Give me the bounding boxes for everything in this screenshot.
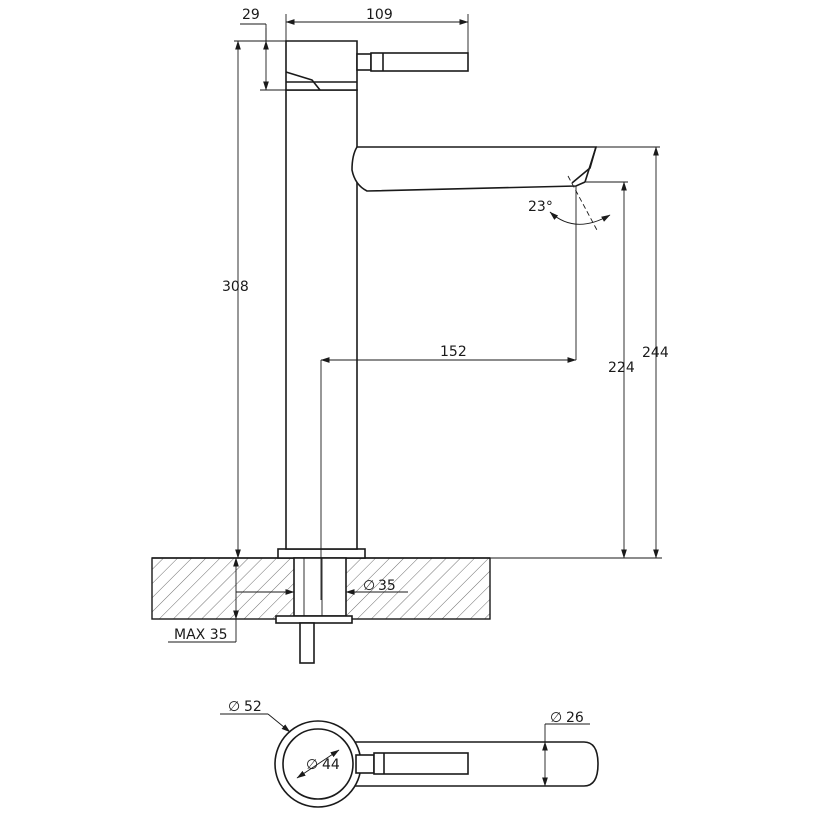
label-44: 44 xyxy=(322,757,340,773)
label-224: 224 xyxy=(608,360,635,376)
label-109: 109 xyxy=(366,7,393,23)
mounting-shank xyxy=(293,557,347,617)
top-lever-joint xyxy=(355,754,375,774)
label-152: 152 xyxy=(440,344,467,360)
faucet-body xyxy=(285,89,358,550)
mounting-nut xyxy=(275,615,353,624)
label-max35: MAX 35 xyxy=(174,627,228,643)
label-23deg: 23° xyxy=(528,199,553,215)
diameter-symbol-26: ∅ xyxy=(550,710,562,726)
angle-arc xyxy=(549,211,611,225)
faucet-top-view: ∅ 52 ∅ 44 ∅ 26 xyxy=(220,699,599,808)
label-308: 308 xyxy=(222,279,249,295)
diameter-symbol-35: ∅ xyxy=(363,578,375,594)
dim-52-leader xyxy=(267,713,291,733)
dimension-labels: 29 109 308 244 224 152 23° ∅ 35 MAX 35 xyxy=(174,7,669,643)
dim-44-line xyxy=(296,749,340,779)
label-35: 35 xyxy=(378,578,396,594)
handle-chamfer xyxy=(285,71,321,91)
top-lever-arm xyxy=(373,752,469,775)
spout-outlet xyxy=(571,146,597,184)
label-26: 26 xyxy=(566,710,584,726)
threaded-rod xyxy=(299,622,315,664)
dimension-lines xyxy=(168,14,662,643)
handle-lever xyxy=(356,53,372,71)
faucet-front-view xyxy=(275,40,598,664)
diameter-symbol-52: ∅ xyxy=(228,699,240,715)
label-52: 52 xyxy=(244,699,262,715)
label-29: 29 xyxy=(242,7,260,23)
diameter-symbol-44: ∅ xyxy=(306,757,318,773)
label-244: 244 xyxy=(642,345,669,361)
handle-lever-arm xyxy=(370,52,469,72)
base-flange xyxy=(277,548,366,559)
spout xyxy=(351,146,598,192)
